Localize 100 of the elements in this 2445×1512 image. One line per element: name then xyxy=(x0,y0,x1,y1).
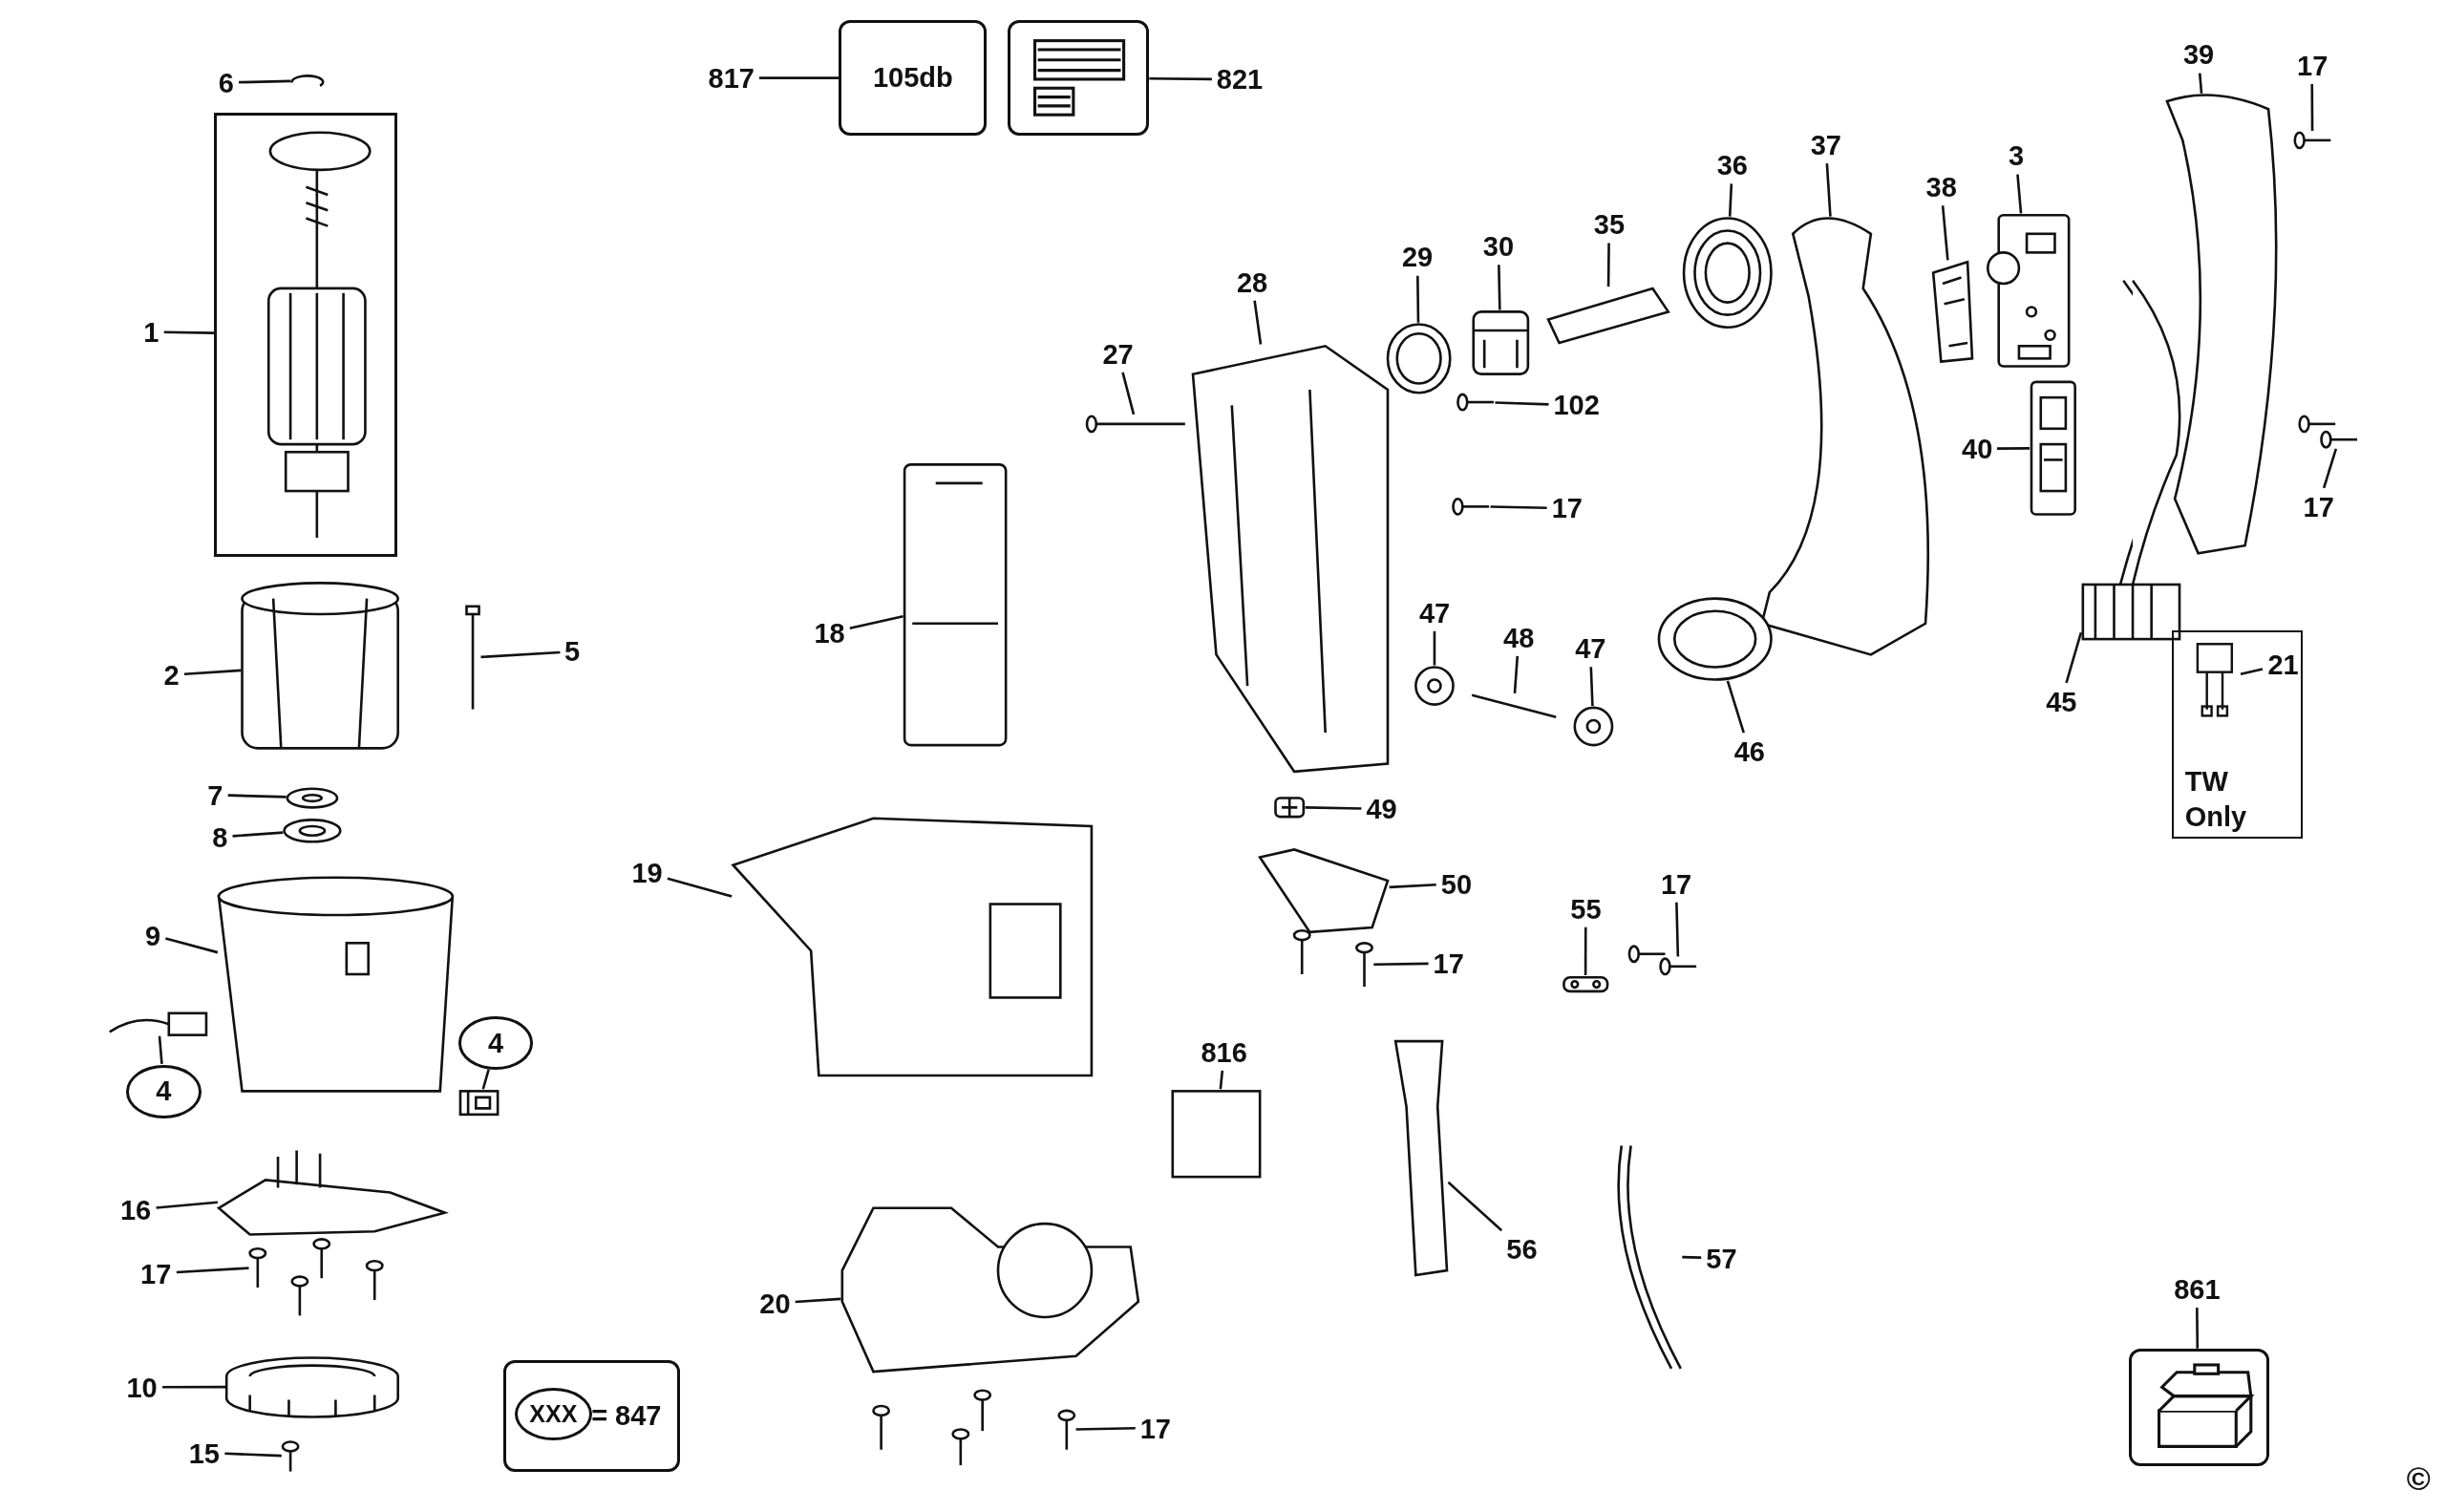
gear-housing-drawing xyxy=(731,817,1094,1077)
leader-line xyxy=(1219,1070,1224,1090)
callout-number: 30 xyxy=(1482,232,1515,261)
bushing-drawing xyxy=(1573,706,1614,747)
sticker-drawing xyxy=(1171,1090,1262,1179)
module-drawing xyxy=(2030,380,2076,516)
warning-label-picture xyxy=(1007,20,1150,137)
leader-line xyxy=(1075,1426,1136,1431)
leader-line xyxy=(2065,631,2083,684)
callout-number: 2 xyxy=(163,661,180,690)
callout-number: 56 xyxy=(1506,1235,1538,1264)
copyright-mark: © xyxy=(2406,1461,2431,1495)
leader-line xyxy=(2240,668,2264,676)
callout-oval: XXX xyxy=(514,1387,593,1441)
bolt-drawing xyxy=(465,605,480,710)
callout-number: 17 xyxy=(1660,870,1692,899)
callout-number: 816 xyxy=(1201,1038,1247,1067)
leader-line xyxy=(1121,372,1136,415)
switch-module-drawing xyxy=(903,463,1008,747)
callout-number: 18 xyxy=(814,619,845,648)
leader-line xyxy=(849,615,904,630)
leader-line xyxy=(1825,163,1832,217)
screw-drawing xyxy=(2320,430,2358,449)
callout-number: 28 xyxy=(1236,268,1268,296)
rating-label: 105db xyxy=(839,20,988,137)
callout-number: 29 xyxy=(1401,243,1434,271)
callout-number: 47 xyxy=(1575,634,1606,663)
motor-cover-drawing xyxy=(840,1206,1140,1374)
screw-drawing xyxy=(1659,957,1697,976)
callout-number: 15 xyxy=(188,1439,220,1468)
carrying-case-picture xyxy=(2128,1349,2269,1466)
leader-line xyxy=(1682,1255,1702,1259)
leader-line xyxy=(227,794,287,799)
carbon-brush-drawing xyxy=(108,1012,208,1036)
callout-number: 17 xyxy=(1433,949,1464,978)
leader-line xyxy=(1433,630,1436,666)
leader-line xyxy=(1498,265,1501,310)
callout-number: 27 xyxy=(1102,340,1134,369)
plate-drawing xyxy=(1563,975,1609,993)
leader-line xyxy=(1416,275,1420,323)
leader-line xyxy=(1675,902,1680,957)
bushing-drawing xyxy=(1472,310,1530,375)
callout-number: 38 xyxy=(1925,173,1957,202)
screw-drawing xyxy=(1452,497,1490,516)
leader-line xyxy=(183,669,242,676)
callout-number: 817 xyxy=(708,64,755,93)
callout-number: 3 xyxy=(2008,141,2025,170)
callout-number: 57 xyxy=(1706,1245,1737,1273)
callout-number: 46 xyxy=(1733,737,1765,766)
callout-number: 21 xyxy=(2267,650,2299,679)
stator-drawing xyxy=(241,582,399,750)
callout-number: 37 xyxy=(1810,131,1841,160)
frame-box xyxy=(213,112,398,557)
leader-line xyxy=(1495,401,1549,406)
callout-number: 17 xyxy=(1139,1415,1171,1442)
callout-number: 16 xyxy=(119,1196,152,1225)
rod-drawing xyxy=(1546,287,1670,345)
washer-drawing xyxy=(286,787,339,809)
callout-number: 102 xyxy=(1553,392,1600,419)
callout-number: 45 xyxy=(2046,688,2077,716)
bushing-drawing xyxy=(1414,666,1455,706)
ring-drawing xyxy=(290,75,325,88)
screw-drawing xyxy=(1355,942,1373,988)
leader-line xyxy=(158,1035,163,1064)
leader-line xyxy=(1490,505,1547,509)
pin-drawing xyxy=(1471,693,1557,718)
callout-number: 39 xyxy=(2182,40,2215,69)
leader-line xyxy=(2198,73,2203,95)
leader-line xyxy=(2310,83,2314,132)
callout-number: 17 xyxy=(2297,52,2328,80)
callout-number: 17 xyxy=(2303,493,2334,522)
callout-number: 48 xyxy=(1503,624,1535,652)
callout-number: 9 xyxy=(144,922,161,950)
callout-number: 47 xyxy=(1418,599,1451,628)
leader-line xyxy=(163,330,215,334)
leader-line xyxy=(1373,962,1429,966)
screw-drawing xyxy=(1057,1409,1076,1450)
leader-line xyxy=(1996,447,2030,450)
leader-line xyxy=(481,1069,490,1090)
note-text: = 847 xyxy=(591,1399,662,1434)
wire-harness-drawing xyxy=(2081,279,2181,641)
leader-line xyxy=(162,1385,226,1389)
leader-line xyxy=(1149,76,1212,81)
callout-number: 19 xyxy=(631,859,663,887)
leader-line xyxy=(239,79,291,84)
screw-drawing xyxy=(1085,415,1185,434)
note-text: TW Only xyxy=(2184,765,2247,834)
power-cord-drawing xyxy=(1617,1144,1683,1371)
screw-drawing xyxy=(2293,131,2331,150)
leader-line xyxy=(224,1452,282,1458)
callout-number: 50 xyxy=(1440,870,1472,899)
leader-line xyxy=(165,937,219,954)
key-frame xyxy=(503,1359,680,1473)
leader-line xyxy=(2016,174,2023,214)
callout-number: 1 xyxy=(143,318,159,347)
leader-line xyxy=(1728,183,1733,217)
circled-callout-number: 4 xyxy=(458,1016,534,1070)
boot-drawing xyxy=(1682,217,1773,329)
leader-line xyxy=(176,1267,249,1274)
leader-line xyxy=(1726,680,1745,734)
